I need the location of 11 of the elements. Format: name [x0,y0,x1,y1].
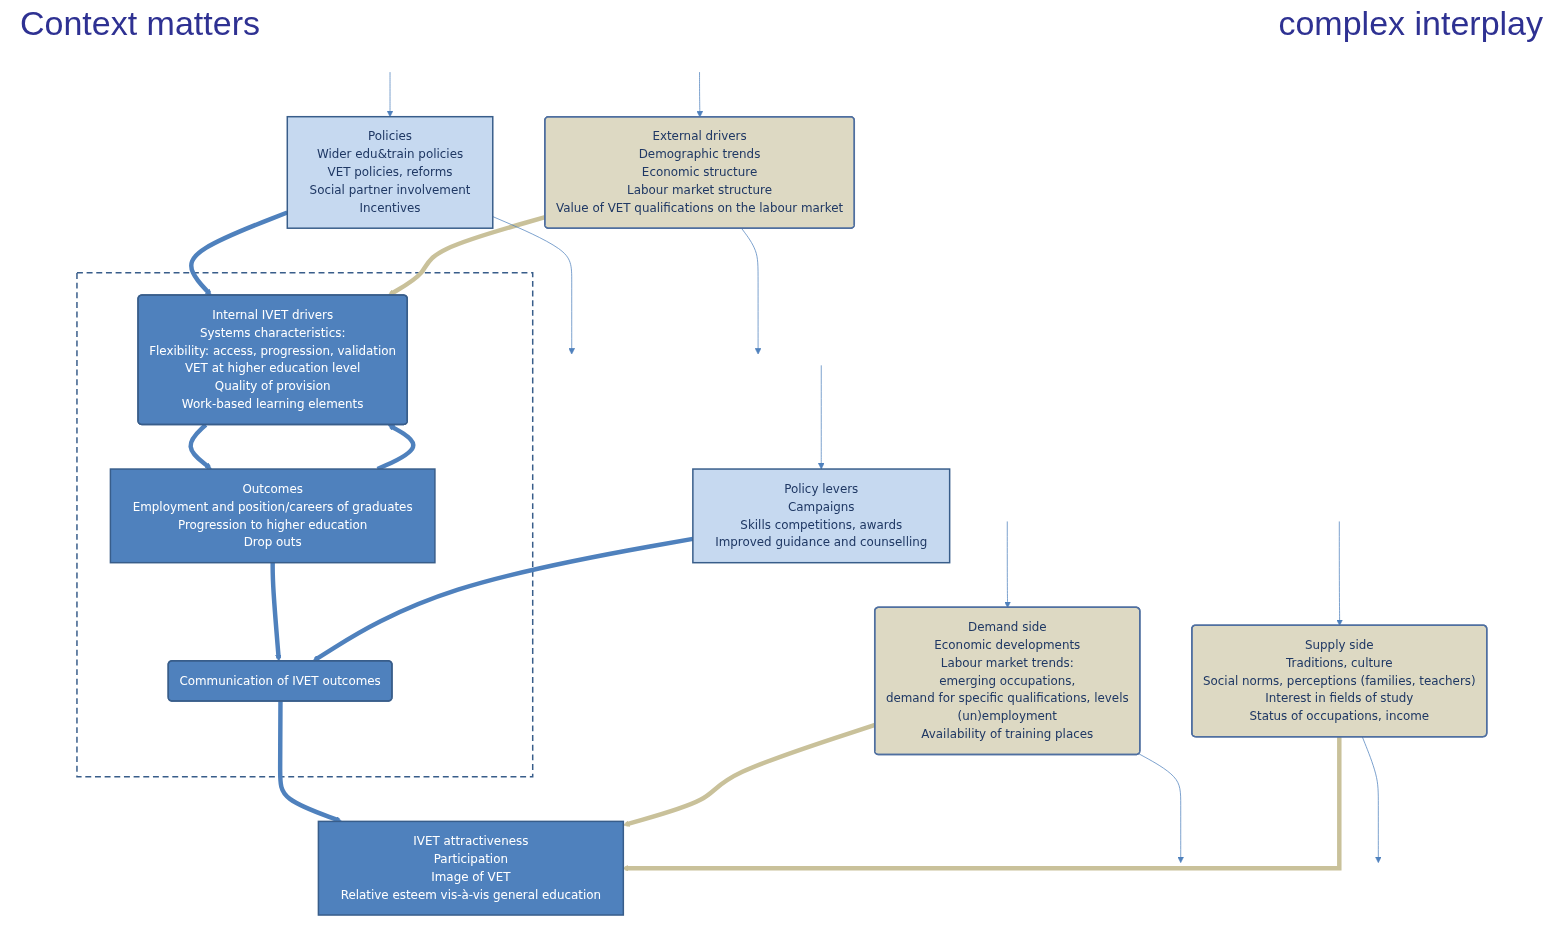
node-box: Policies Wider edu&train policies VET policies, reforms Social partner involvement Incentives [286,115,494,229]
arrow [188,423,212,470]
arrow [312,536,693,662]
node-box: IVET attractiveness Participation Image of VET Relative esteem vis-à-vis general education [317,820,624,916]
heading-text: Context matters [20,4,260,44]
cluster [75,272,534,778]
arrow [270,562,282,662]
node-box: Policy levers Campaigns Skills competitions, awards Improved guidance and counselling [691,468,951,564]
arrow [277,701,342,823]
heading-text: complex interplay [1278,4,1543,44]
node-box: Outcomes Employment and position/careers of graduates Progression to higher education Drop outs [109,468,436,564]
